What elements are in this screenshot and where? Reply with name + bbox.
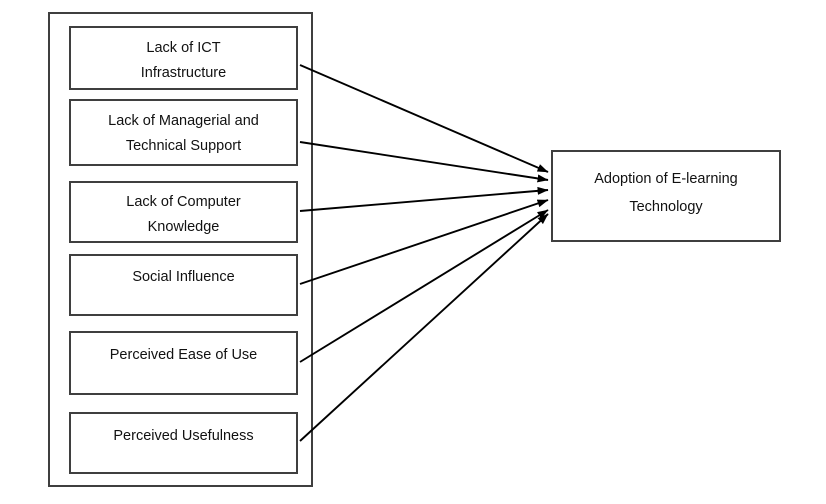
arrow-perceived-ease-of-use — [299, 209, 549, 363]
factor-box-social-influence[interactable]: Social Influence — [69, 254, 298, 316]
factor-label-lack-of-computer-knowledge-line-2: Knowledge — [147, 219, 220, 235]
target-construct-box[interactable]: Adoption of E-learning Technology — [551, 150, 781, 242]
target-label-line: Adoption of E-learning — [594, 171, 738, 187]
arrow-social-influence — [299, 199, 549, 285]
arrow-managerial-support — [299, 141, 549, 183]
factor-box-lack-of-computer-knowledge[interactable]: Lack of Computer Knowledge — [69, 181, 298, 243]
factor-label-perceived-usefulness-line-1: Perceived Usefulness — [113, 428, 254, 444]
factor-label-social-influence-line-1: Social Influence — [132, 269, 235, 285]
arrow-perceived-usefulness — [299, 213, 549, 442]
factor-box-perceived-ease-of-use[interactable]: Perceived Ease of Use — [69, 331, 298, 395]
factor-label-lack-of-ict-infrastructure-line-2: Infrastructure — [140, 65, 227, 81]
factor-label-lack-of-computer-knowledge-line-1: Lack of Computer — [126, 194, 241, 210]
factor-label-lack-of-managerial-and-technical-support-line-2: Technical Support — [125, 138, 242, 154]
factor-label-lack-of-managerial-and-technical-support-line-1: Lack of Managerial and — [108, 113, 259, 129]
factor-box-lack-of-managerial-and-technical-support[interactable]: Lack of Managerial and Technical Support — [69, 99, 298, 166]
factor-box-lack-of-ict-infrastructure[interactable]: Lack of ICT Infrastructure — [69, 26, 298, 90]
factor-label-perceived-ease-of-use-line-1: Perceived Ease of Use — [109, 347, 258, 363]
arrow-ict-infrastructure — [299, 64, 549, 173]
factor-box-perceived-usefulness[interactable]: Perceived Usefulness — [69, 412, 298, 474]
factor-label-lack-of-ict-infrastructure-line-1: Lack of ICT — [146, 40, 221, 56]
target-label-line: Technology — [629, 199, 703, 215]
arrow-computer-knowledge — [299, 186, 549, 212]
